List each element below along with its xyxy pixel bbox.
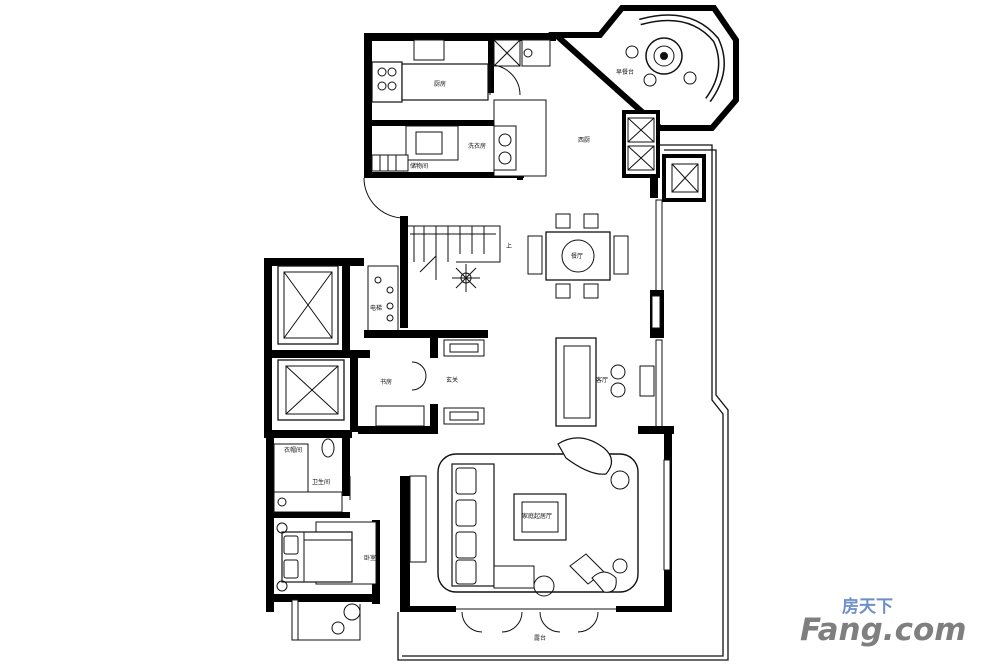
label-family: 家庭起居厅 bbox=[522, 512, 552, 520]
bedroom-block bbox=[266, 518, 380, 641]
label-entry: 玄关 bbox=[446, 376, 458, 384]
label-breakfast: 早餐台 bbox=[616, 68, 634, 76]
label-bath: 卫生间 bbox=[312, 478, 330, 486]
label-cloak: 衣帽间 bbox=[284, 446, 302, 454]
label-terrace: 露台 bbox=[534, 634, 546, 642]
label-stair-up: 上 bbox=[506, 242, 512, 250]
dining-area bbox=[527, 213, 629, 299]
watermark: 房天下 Fang.com bbox=[800, 596, 967, 648]
right-shafts bbox=[622, 110, 706, 612]
watermark-en: Fang.com bbox=[800, 612, 967, 648]
breakfast-nook bbox=[548, 5, 739, 131]
watermark-cn: 房天下 bbox=[842, 596, 893, 617]
label-study: 书房 bbox=[380, 378, 392, 386]
staircase bbox=[400, 216, 501, 328]
room-labels: 厨房 洗衣房 储物间 早餐台 西厨 餐厅 上 电梯 书房 玄关 客厅 家庭起居厅… bbox=[284, 68, 634, 642]
label-drawing: 客厅 bbox=[596, 376, 608, 384]
terrace-outline bbox=[397, 144, 729, 661]
elevator-block bbox=[264, 258, 399, 438]
label-kitchen: 厨房 bbox=[434, 80, 446, 88]
drawing-area bbox=[555, 337, 655, 427]
kitchen-block bbox=[363, 33, 556, 219]
label-bedroom: 卧室 bbox=[364, 554, 376, 562]
label-western: 西厨 bbox=[578, 137, 590, 144]
label-dining: 餐厅 bbox=[571, 252, 583, 260]
label-storage: 储物间 bbox=[410, 162, 428, 170]
family-room bbox=[400, 437, 666, 633]
label-laundry: 洗衣房 bbox=[468, 142, 486, 150]
study-area bbox=[358, 330, 488, 434]
label-elevator: 电梯 bbox=[370, 304, 382, 312]
